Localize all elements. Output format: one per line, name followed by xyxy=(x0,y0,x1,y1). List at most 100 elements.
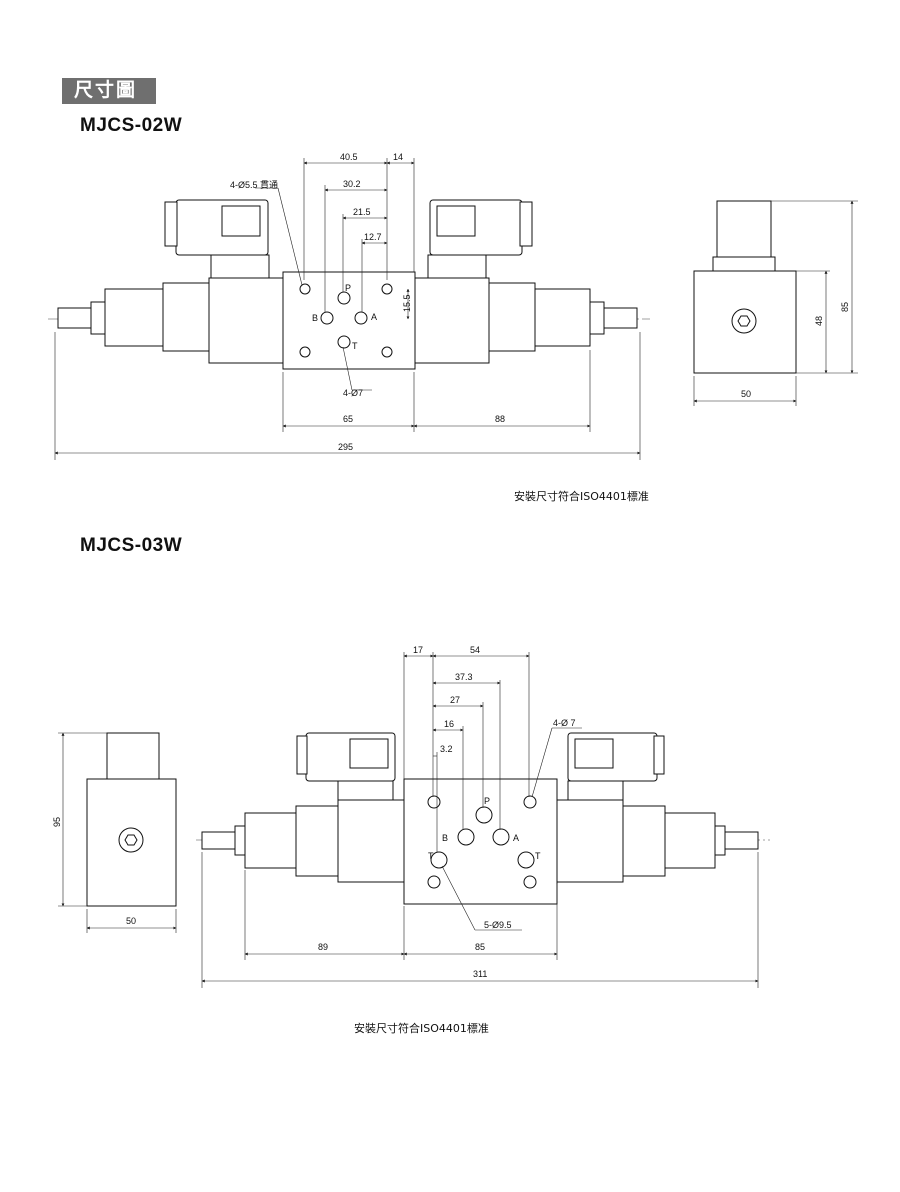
model-title-02w: MJCS-02W xyxy=(80,115,183,136)
dim-label: 37.3 xyxy=(455,672,473,682)
port-hole-a-03w xyxy=(492,828,510,846)
port-label-b: B xyxy=(442,833,448,843)
right-tube-03w xyxy=(622,805,666,877)
hole-note-bottom-02w: 4-Ø7 xyxy=(343,388,363,398)
port-label-t: T xyxy=(352,341,358,351)
right-nut-02w xyxy=(589,301,605,335)
dim-label: 295 xyxy=(338,442,353,452)
left-connector-base-03w xyxy=(337,780,394,801)
dim-label: 85 xyxy=(475,942,485,952)
left-tube-03w xyxy=(295,805,339,877)
port-hole-b-03w xyxy=(457,828,475,846)
left-rod-02w xyxy=(57,307,92,329)
dim-label: 311 xyxy=(473,969,487,979)
dim-label: 16 xyxy=(444,719,454,729)
dim-label: 30.2 xyxy=(343,179,361,189)
dim-label: 85 xyxy=(840,302,850,312)
left-connector-base-02w xyxy=(210,254,270,279)
left-coil-body-02w xyxy=(208,277,284,364)
left-gland-03w xyxy=(296,735,308,775)
right-rod-02w xyxy=(603,307,638,329)
dim-label: 40.5 xyxy=(340,152,358,162)
port-hole-t-03w xyxy=(430,851,448,869)
port-label-a: A xyxy=(371,312,377,322)
right-tube-02w xyxy=(488,282,536,352)
dim-label: 15.5 xyxy=(402,294,412,312)
iso-note-03w: 安裝尺寸符合ISO4401標准 xyxy=(354,1022,489,1035)
dim-label: 95 xyxy=(52,817,62,827)
iso-note-02w: 安裝尺寸符合ISO4401標准 xyxy=(514,490,649,503)
dim-label: 21.5 xyxy=(353,207,371,217)
mount-hole-03w xyxy=(427,875,441,889)
port-label-t2: T xyxy=(535,851,541,861)
right-coil-body-03w xyxy=(556,799,624,883)
dim-label: 89 xyxy=(318,942,328,952)
section-label: 尺寸圖 xyxy=(62,78,156,104)
left-nut-03w xyxy=(234,825,246,856)
left-coil-body-03w xyxy=(337,799,405,883)
mjcs-03w-front-view: P B A T T 17 54 37.3 27 16 3.2 4-Ø 7 5-Ø… xyxy=(196,645,770,988)
port-hole-a-02w xyxy=(354,311,368,325)
dim-label: 54 xyxy=(470,645,480,655)
dim-label: 17 xyxy=(413,645,423,655)
right-connector-base-02w xyxy=(427,254,487,279)
right-gland-03w xyxy=(653,735,665,775)
dim-label: 48 xyxy=(814,316,824,326)
side-hex-hole-02w xyxy=(731,308,757,334)
right-rod-03w xyxy=(724,831,759,850)
port-label-p: P xyxy=(484,796,490,806)
mount-hole-03w xyxy=(523,795,537,809)
hole-note-top-02w: 4-Ø5.5 貫通 xyxy=(230,180,278,190)
left-end-cap-03w xyxy=(244,812,297,869)
left-connector-window-02w xyxy=(221,205,261,237)
mount-hole-02w xyxy=(381,283,393,295)
hex-socket-icon xyxy=(124,834,138,846)
right-nut-03w xyxy=(714,825,726,856)
right-connector-window-03w xyxy=(574,738,614,769)
hole-note-top-03w: 4-Ø 7 xyxy=(553,718,576,728)
right-coil-body-02w xyxy=(414,277,490,364)
left-rod-03w xyxy=(201,831,236,850)
model-title-03w: MJCS-03W xyxy=(80,535,183,556)
mjcs-03w-side-view: 95 50 xyxy=(52,732,177,933)
side-coil-03w xyxy=(106,732,160,780)
port-hole-t2-03w xyxy=(517,851,535,869)
side-coil-02w xyxy=(716,200,772,258)
right-connector-window-02w xyxy=(436,205,476,237)
hole-note-bottom-03w: 5-Ø9.5 xyxy=(484,920,512,930)
mount-hole-03w xyxy=(523,875,537,889)
dim-label: 50 xyxy=(741,389,751,399)
dim-label: 88 xyxy=(495,414,505,424)
mount-hole-02w xyxy=(299,346,311,358)
dim-label: 50 xyxy=(126,916,136,926)
dim-label: 14 xyxy=(393,152,403,162)
dim-label: 12.7 xyxy=(364,232,382,242)
left-tube-02w xyxy=(162,282,210,352)
mount-hole-02w xyxy=(381,346,393,358)
right-gland-02w xyxy=(519,201,533,247)
port-label-b: B xyxy=(312,313,318,323)
mount-hole-02w xyxy=(299,283,311,295)
right-connector-base-03w xyxy=(567,780,624,801)
left-end-cap-02w xyxy=(104,288,164,347)
dim-label: 27 xyxy=(450,695,460,705)
port-hole-b-02w xyxy=(320,311,334,325)
dim-label: 65 xyxy=(343,414,353,424)
side-collar-02w xyxy=(712,256,776,272)
side-hex-hole-03w xyxy=(118,827,144,853)
dim-label: 3.2 xyxy=(440,744,453,754)
right-end-cap-02w xyxy=(534,288,591,347)
mjcs-02w-side-view: 48 85 50 xyxy=(693,200,858,406)
port-label-a: A xyxy=(513,833,519,843)
right-end-cap-03w xyxy=(664,812,716,869)
port-label-t: T xyxy=(428,851,434,861)
left-gland-02w xyxy=(164,201,178,247)
port-hole-t-02w xyxy=(337,335,351,349)
port-hole-p-02w xyxy=(337,291,351,305)
port-hole-p-03w xyxy=(475,806,493,824)
left-nut-02w xyxy=(90,301,106,335)
mjcs-02w-front-view: P B A T 40.5 14 30.2 21.5 12.7 15.5 4-Ø5… xyxy=(48,152,650,460)
hex-socket-icon xyxy=(737,315,751,327)
port-label-p: P xyxy=(345,283,351,293)
